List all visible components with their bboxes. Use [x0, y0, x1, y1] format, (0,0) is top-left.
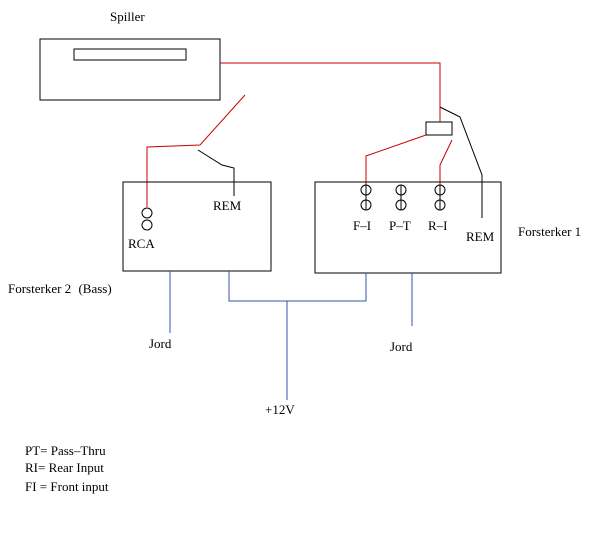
amp2-rca-jack-top — [141, 207, 153, 219]
amp2-rem-label: REM — [213, 198, 242, 213]
remote-wire-amp2 — [197, 149, 235, 196]
head-unit-box — [39, 38, 221, 101]
remote-wire-amp1 — [439, 106, 483, 218]
amp1-jack-f-i-label: F–I — [353, 218, 371, 233]
amp1-rem-label: REM — [466, 229, 495, 244]
amp2-label-suffix: (Bass) — [78, 281, 111, 296]
legend: PT= Pass–Thru RI= Rear Input FI = Front … — [25, 443, 109, 494]
legend-item: RI= Rear Input — [25, 460, 104, 475]
amp1-jack-r-i-label: R–I — [428, 218, 448, 233]
power-wire-amps — [228, 271, 367, 302]
signal-wire-main — [220, 62, 441, 107]
head-unit-slot — [73, 48, 187, 61]
amp1-box — [314, 181, 502, 274]
ground-label-right: Jord — [390, 339, 413, 354]
amp2-rca-jack-bottom — [141, 219, 153, 231]
amp2-label-name: Forsterker 2 — [8, 281, 71, 296]
signal-wire-amp2 — [146, 94, 246, 207]
amp1-label: Forsterker 1 — [518, 224, 581, 239]
signal-wire-f-i — [365, 134, 427, 185]
power-label: +12V — [265, 402, 295, 417]
legend-item: FI = Front input — [25, 479, 109, 494]
ground-label-left: Jord — [149, 336, 172, 351]
legend-item: PT= Pass–Thru — [25, 443, 106, 458]
amp1-jack-p-t-label: P–T — [389, 218, 411, 233]
signal-wire-r-i — [439, 139, 453, 185]
amp2-box — [122, 181, 272, 272]
amp2-rca-label: RCA — [128, 236, 155, 251]
junction-block — [425, 121, 453, 136]
head-unit-label: Spiller — [110, 9, 145, 24]
amp2-label: Forsterker 2 (Bass) — [8, 281, 112, 296]
